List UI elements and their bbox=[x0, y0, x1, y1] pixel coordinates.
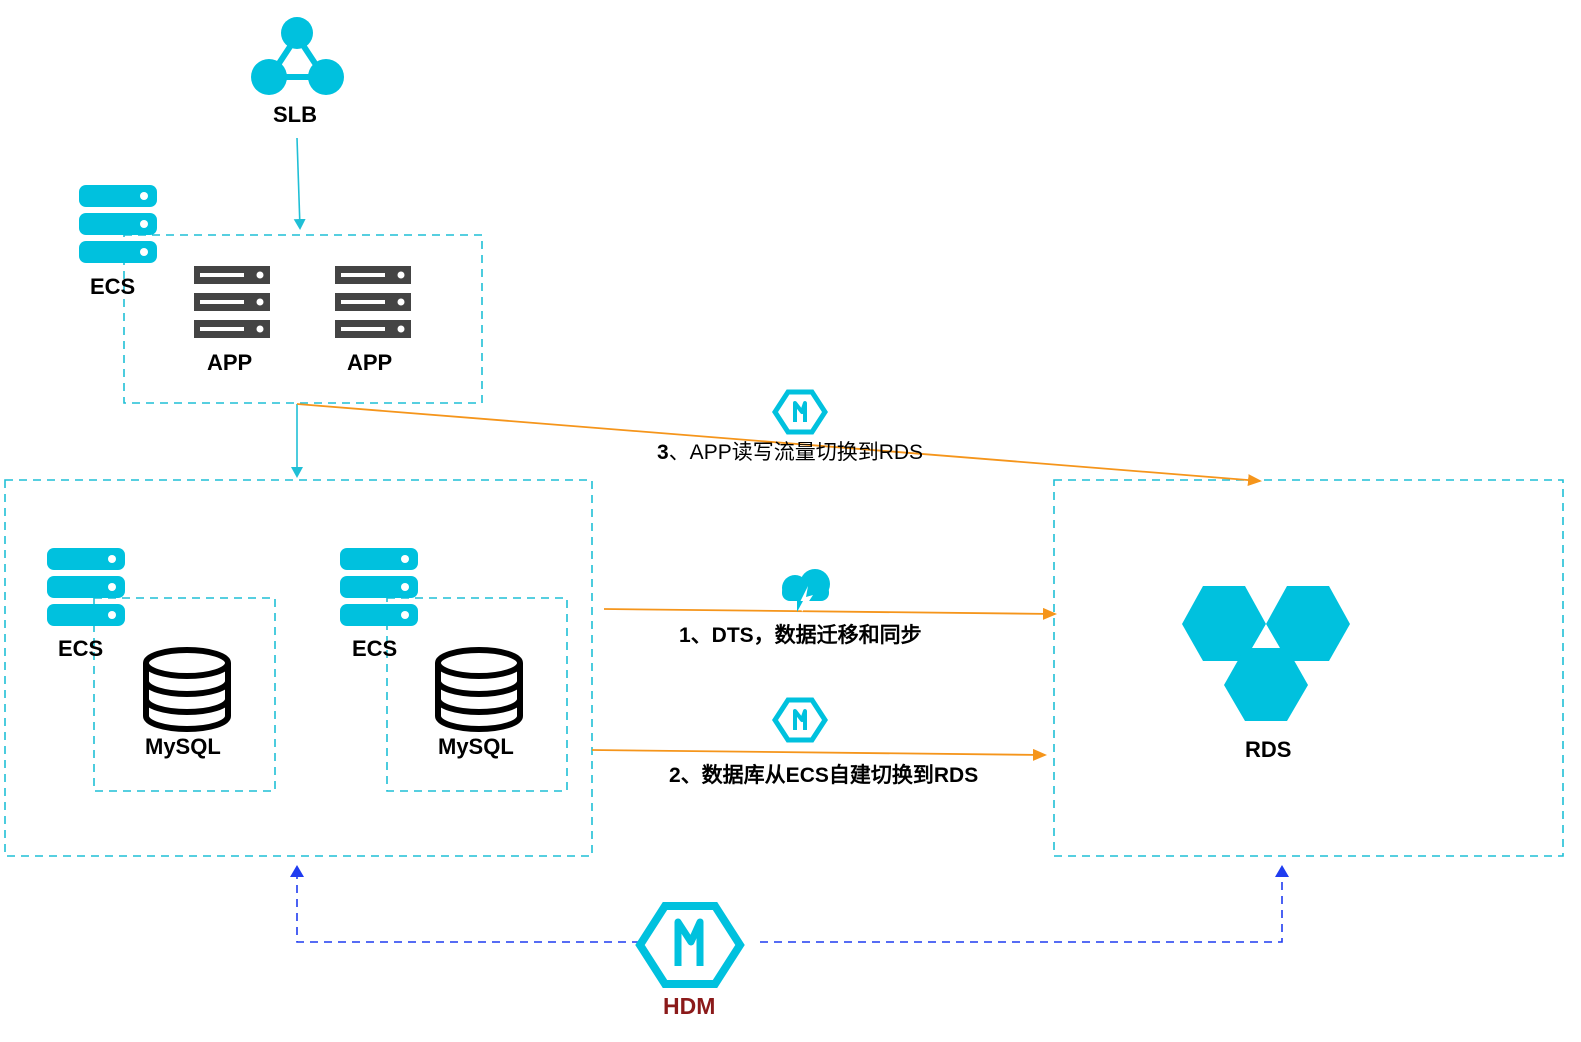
step2-text: 、数据库从ECS自建切换到RDS bbox=[680, 764, 979, 787]
cloud-transfer-icon bbox=[782, 569, 830, 612]
step1-arrow bbox=[603, 607, 1057, 620]
load-balancer-icon bbox=[251, 17, 344, 95]
hdm-label: HDM bbox=[663, 993, 716, 1019]
mysql-box-1 bbox=[93, 597, 276, 792]
ecs-server-icon bbox=[79, 185, 157, 263]
step3-arrow bbox=[296, 403, 1262, 487]
app-label-1: APP bbox=[207, 350, 253, 375]
database-icon bbox=[438, 650, 520, 729]
ecs-label-top: ECS bbox=[90, 274, 136, 299]
app-cluster-box bbox=[123, 234, 483, 404]
app-server-icon bbox=[335, 266, 411, 338]
ecs-label-db-1: ECS bbox=[58, 636, 104, 661]
ecs-server-icon bbox=[340, 548, 418, 626]
mysql-label-2: MySQL bbox=[438, 734, 514, 759]
step2-label: 2、数据库从ECS自建切换到RDS bbox=[669, 765, 978, 786]
mysql-box-2 bbox=[386, 597, 568, 792]
hdm-right-link bbox=[760, 865, 1289, 943]
rds-box bbox=[1053, 479, 1564, 857]
app-label-2: APP bbox=[347, 350, 393, 375]
slb-label: SLB bbox=[273, 102, 317, 127]
rds-label: RDS bbox=[1245, 737, 1292, 762]
hdm-icon bbox=[635, 902, 745, 988]
slb-to-app-arrow bbox=[293, 137, 306, 230]
hdm-left-link bbox=[290, 865, 640, 943]
switch-icon bbox=[775, 392, 825, 432]
step2-arrow bbox=[591, 748, 1047, 761]
step3-text: 、APP读写流量切换到RDS bbox=[668, 441, 924, 464]
switch-icon bbox=[775, 700, 825, 740]
mysql-label-1: MySQL bbox=[145, 734, 221, 759]
ecs-label-db-2: ECS bbox=[352, 636, 398, 661]
step1-text: 、DTS，数据迁移和同步 bbox=[690, 624, 922, 647]
ecs-server-icon bbox=[47, 548, 125, 626]
rds-icon bbox=[1182, 586, 1350, 721]
step1-label: 1、DTS，数据迁移和同步 bbox=[679, 625, 922, 646]
step2-number: 2 bbox=[669, 764, 681, 787]
database-icon bbox=[146, 650, 228, 729]
step3-number: 3 bbox=[657, 441, 669, 464]
step1-number: 1 bbox=[679, 624, 691, 647]
app-server-icon bbox=[194, 266, 270, 338]
self-built-db-box bbox=[4, 479, 593, 857]
step3-label: 3、APP读写流量切换到RDS bbox=[657, 442, 923, 463]
